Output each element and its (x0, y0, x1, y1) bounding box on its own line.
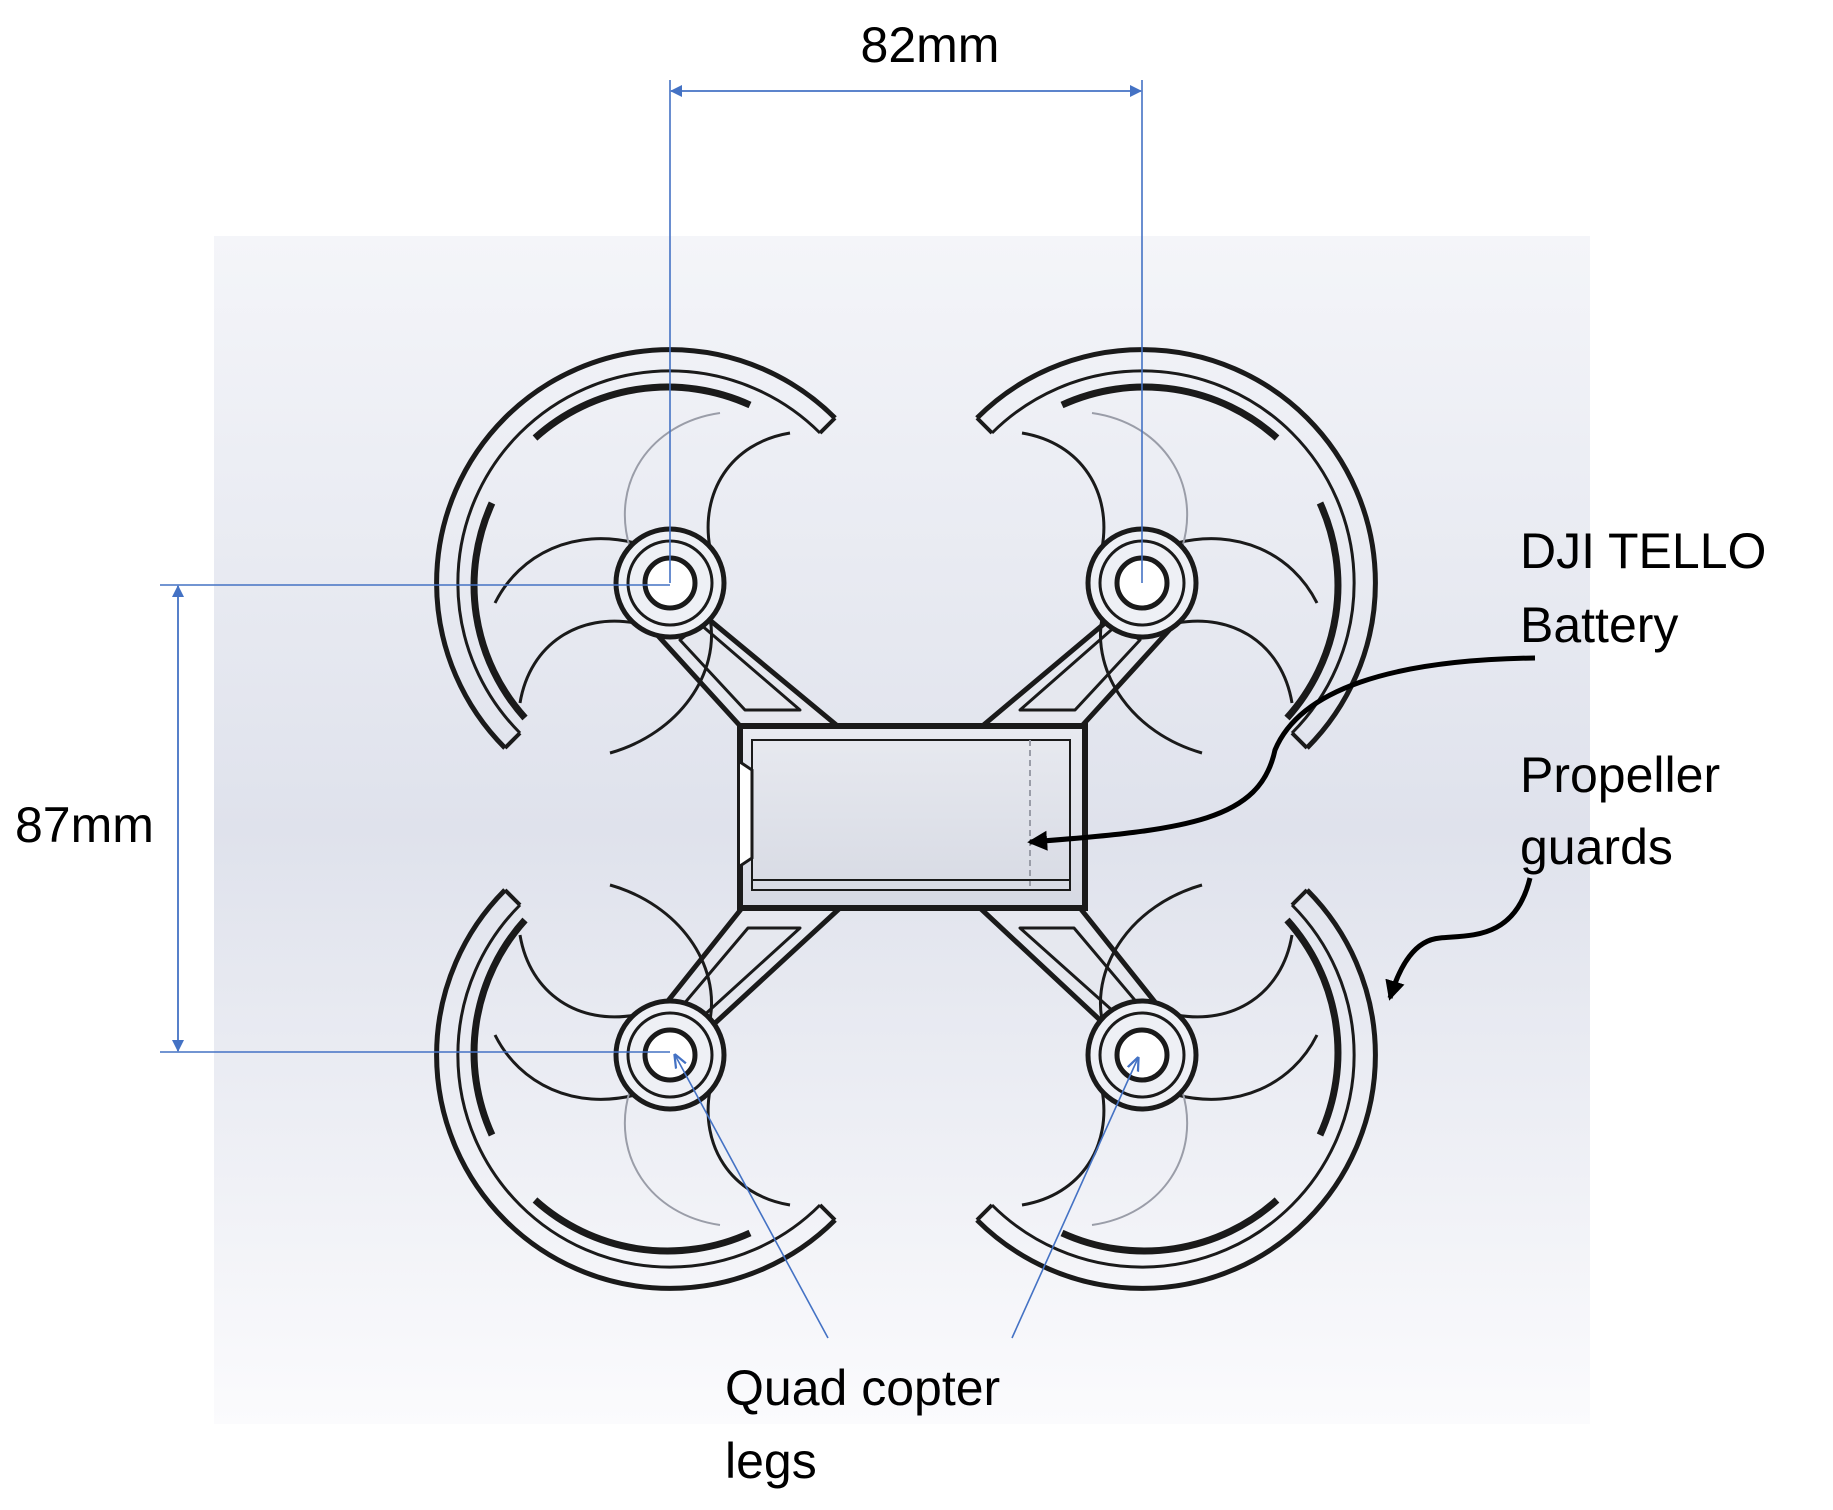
battery-callout: DJI TELLO Battery (1520, 523, 1780, 653)
legs-callout-pointer-left (675, 1055, 829, 1339)
legs-callout-line-2: legs (725, 1433, 817, 1489)
height-dimension (160, 584, 670, 1053)
battery-callout-line-1: DJI TELLO (1520, 523, 1766, 579)
height-dimension-label: 87mm (15, 797, 154, 853)
battery-body (737, 723, 1088, 911)
propeller-guards-callout: Propeller guards (1520, 747, 1734, 875)
legs-callout: Quad copter legs (725, 1360, 1014, 1489)
battery-callout-arrow (1027, 655, 1536, 851)
propeller-guards-callout-line-1: Propeller (1520, 747, 1720, 803)
width-dimension-label: 82mm (861, 17, 1000, 73)
width-dimension (669, 80, 1143, 583)
battery-callout-line-2: Battery (1520, 597, 1678, 653)
legs-callout-pointer-right (1011, 1058, 1138, 1339)
propeller-guards-callout-line-2: guards (1520, 819, 1673, 875)
legs-callout-line-1: Quad copter (725, 1360, 1000, 1416)
propeller-guards-callout-arrow (1385, 877, 1533, 1001)
